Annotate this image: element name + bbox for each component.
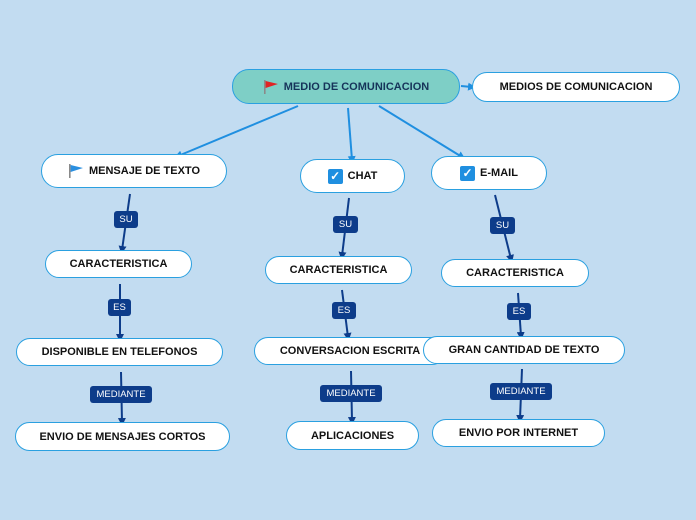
b1-level1-label: CARACTERISTICA	[69, 258, 168, 270]
b2-level2-node[interactable]: CONVERSACION ESCRITA	[254, 337, 446, 365]
b1-level2-node[interactable]: DISPONIBLE EN TELEFONOS	[16, 338, 223, 366]
b3-level2-node[interactable]: GRAN CANTIDAD DE TEXTO	[423, 336, 625, 364]
b3-link2-label: ES	[507, 303, 531, 320]
b3-level1-label: CARACTERISTICA	[466, 267, 564, 279]
checkbox-icon: ✓	[327, 168, 343, 184]
b1-link2-label: ES	[108, 299, 131, 316]
root-to-chat-line	[347, 107, 356, 164]
topic-mensaje-de-texto[interactable]: MENSAJE DE TEXTO	[41, 154, 227, 188]
red-flag-icon	[263, 79, 278, 94]
b2-link2-label: ES	[332, 302, 356, 319]
root-to-floating-line	[460, 82, 476, 91]
b1-link1-label: SU	[114, 211, 138, 228]
b1-level2-label: DISPONIBLE EN TELEFONOS	[41, 346, 198, 358]
b1-link3-label: MEDIANTE	[90, 386, 152, 403]
b1-level3-label: ENVIO DE MENSAJES CORTOS	[39, 430, 206, 443]
b2-level2-label: CONVERSACION ESCRITA	[279, 345, 421, 357]
root-topic-label: MEDIO DE COMUNICACION	[283, 80, 430, 93]
floating-topic-label: MEDIOS DE COMUNICACION	[499, 81, 653, 93]
topic-mensaje-label: MENSAJE DE TEXTO	[88, 165, 201, 177]
b2-level1-node[interactable]: CARACTERISTICA	[265, 256, 412, 284]
b2-level3-node[interactable]: APLICACIONES	[286, 421, 419, 450]
b3-level3-node[interactable]: ENVIO POR INTERNET	[432, 419, 605, 447]
b3-level2-label: GRAN CANTIDAD DE TEXTO	[448, 344, 600, 356]
b1-level3-node[interactable]: ENVIO DE MENSAJES CORTOS	[15, 422, 230, 451]
checkbox-icon: ✓	[460, 165, 476, 181]
b2-level3-label: APLICACIONES	[310, 429, 395, 442]
root-to-email-line	[378, 105, 466, 160]
b2-level1-label: CARACTERISTICA	[289, 264, 388, 276]
topic-chat[interactable]: ✓ CHAT	[300, 159, 405, 193]
b2-link1-label: SU	[333, 216, 358, 233]
root-topic[interactable]: MEDIO DE COMUNICACION	[232, 69, 460, 104]
b3-level3-label: ENVIO POR INTERNET	[458, 427, 579, 439]
root-to-mensaje-line	[174, 105, 299, 159]
topic-email-label: E-MAIL	[480, 167, 518, 179]
b3-link1-label: SU	[490, 217, 515, 234]
b1-level1-node[interactable]: CARACTERISTICA	[45, 250, 192, 278]
b2-link3-label: MEDIANTE	[320, 385, 382, 402]
b3-level1-node[interactable]: CARACTERISTICA	[441, 259, 589, 287]
floating-topic[interactable]: MEDIOS DE COMUNICACION	[472, 72, 680, 102]
topic-email[interactable]: ✓ E-MAIL	[431, 156, 547, 190]
blue-flag-icon	[68, 164, 83, 178]
topic-chat-label: CHAT	[347, 170, 378, 182]
b3-link3-label: MEDIANTE	[490, 383, 552, 400]
